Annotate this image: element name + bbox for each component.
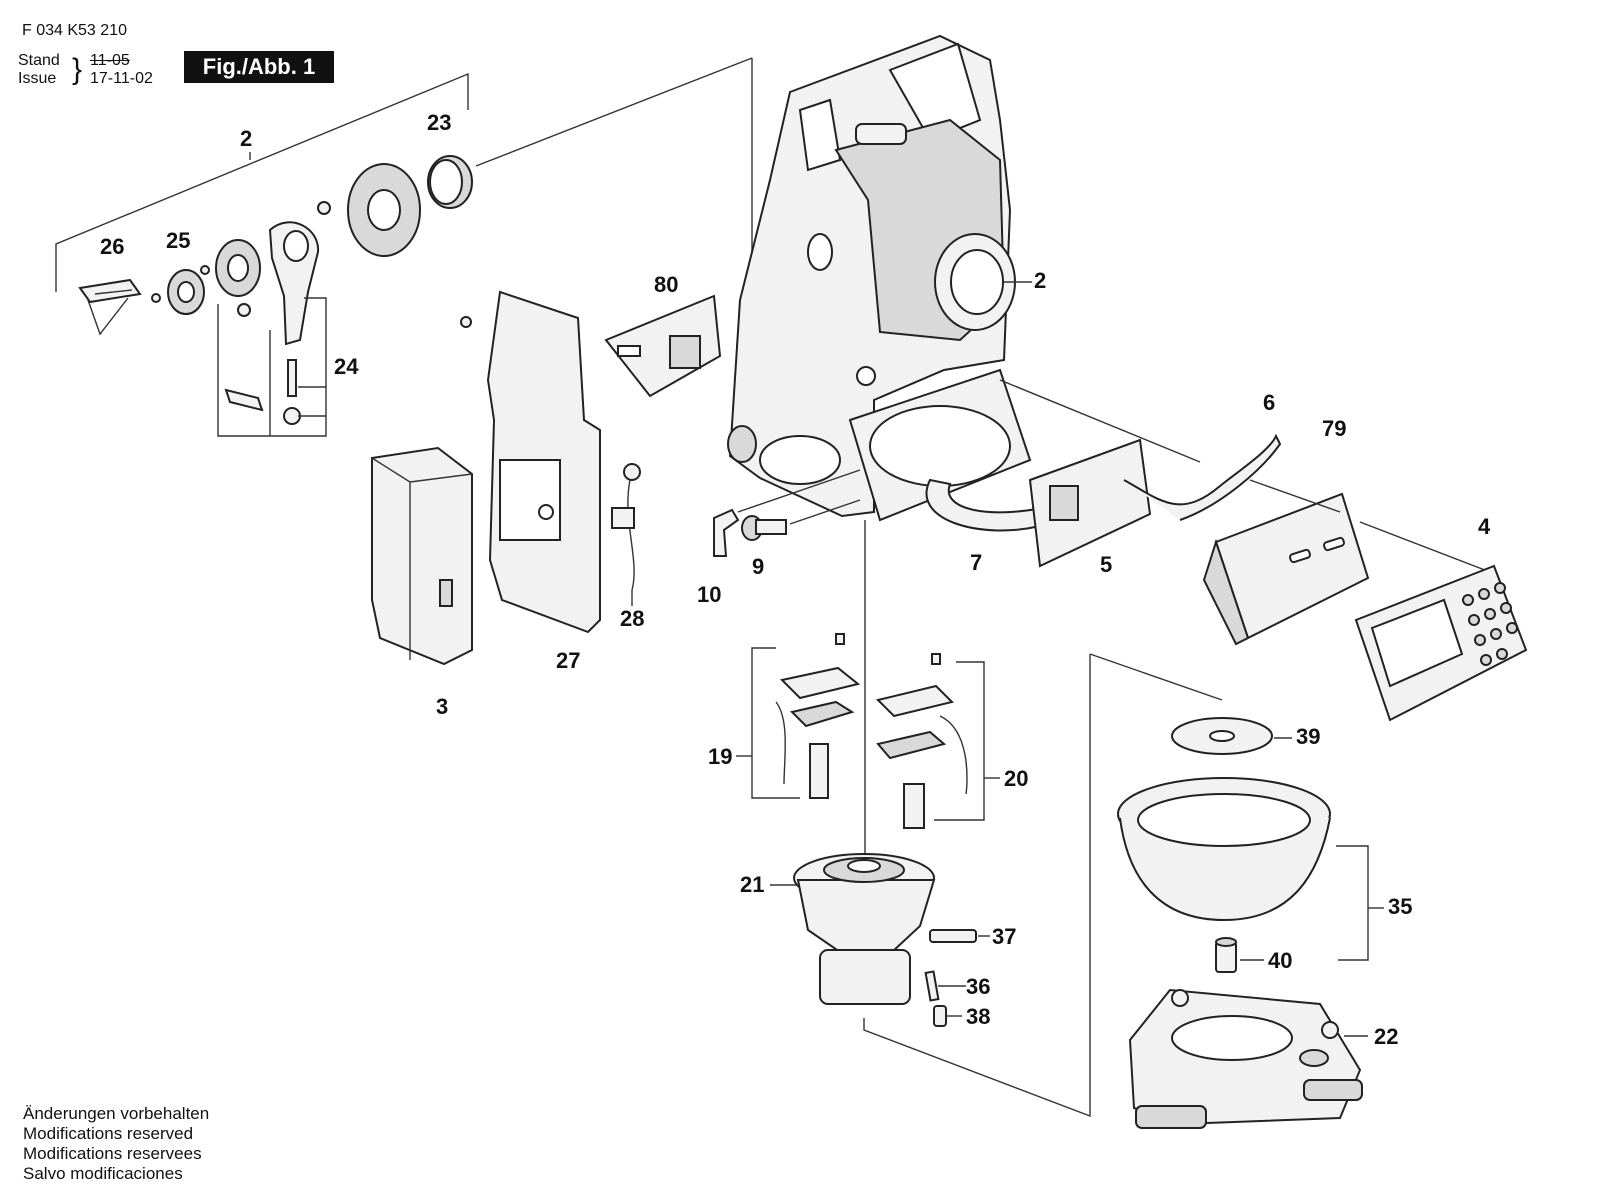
board-assembly-19 (736, 633, 861, 799)
label-part-2b: 2 (1034, 268, 1046, 293)
clip-part-26 (78, 278, 142, 336)
label-part-4: 4 (1478, 514, 1491, 539)
issue-value: 17-11-02 (90, 70, 153, 87)
label-part-37: 37 (992, 924, 1016, 949)
issue-label: Issue (18, 70, 57, 87)
label-part-6: 6 (1263, 390, 1275, 415)
battery-part-3 (371, 446, 473, 666)
gear-part-25 (151, 265, 210, 315)
part-labels: 2 23 26 25 24 80 2 6 79 4 7 5 9 10 28 27… (100, 110, 1491, 1049)
board-assembly-20 (876, 653, 1000, 829)
stand-label: Stand (18, 52, 60, 69)
tribrach-part-22 (1128, 988, 1368, 1129)
label-part-19: 19 (708, 744, 732, 769)
panel-part-79 (1202, 479, 1491, 646)
label-part-80: 80 (654, 272, 678, 297)
label-part-9: 9 (752, 554, 764, 579)
label-part-5: 5 (1100, 552, 1112, 577)
base-part-21 (770, 853, 936, 1005)
clamp-parts-9-10 (713, 469, 861, 557)
pins-parts-37-36-38 (863, 653, 1223, 1118)
label-part-2a: 2 (240, 126, 252, 151)
bowl-part-35 (1117, 777, 1384, 961)
label-part-28: 28 (620, 606, 644, 631)
circuit-board-part-80 (604, 294, 722, 398)
footer-line-fr: Modifications reservees (23, 1144, 202, 1163)
flex-cable-and-board-parts-7-5 (925, 379, 1282, 568)
label-part-36: 36 (966, 974, 990, 999)
label-part-21: 21 (740, 872, 764, 897)
instrument-body (727, 34, 1032, 522)
label-part-10: 10 (697, 582, 721, 607)
label-part-79: 79 (1322, 416, 1346, 441)
stand-value: 11-05 (90, 52, 130, 69)
label-part-26: 26 (100, 234, 124, 259)
keyboard-keys (1462, 582, 1518, 666)
label-part-3: 3 (436, 694, 448, 719)
keyboard-part-4 (1354, 564, 1528, 722)
label-part-25: 25 (166, 228, 190, 253)
footer-line-de: Änderungen vorbehalten (23, 1104, 210, 1123)
brace-glyph: } (72, 53, 83, 86)
document-number: F 034 K53 210 (22, 22, 127, 39)
label-part-27: 27 (556, 648, 580, 673)
footer-line-en: Modifications reserved (23, 1124, 194, 1143)
cable-part-28 (611, 463, 641, 606)
ring-part-23 (427, 155, 473, 209)
label-part-35: 35 (1388, 894, 1412, 919)
label-part-23: 23 (427, 110, 451, 135)
figure-label: Fig./Abb. 1 (184, 51, 334, 83)
label-part-40: 40 (1268, 948, 1292, 973)
adapter-part-40 (1215, 937, 1264, 973)
label-part-24: 24 (334, 354, 359, 379)
flange-disc (317, 163, 421, 257)
label-part-20: 20 (1004, 766, 1028, 791)
arm-part-24 (215, 221, 327, 437)
side-cover-part-27 (460, 290, 601, 634)
label-part-38: 38 (966, 1004, 990, 1029)
footer-line-es: Salvo modificaciones (23, 1164, 183, 1183)
footer-notes: Änderungen vorbehalten Modifications res… (23, 1104, 209, 1184)
label-part-7: 7 (970, 550, 982, 575)
washer-part-39 (1171, 717, 1292, 755)
assembly-2-bracket (55, 57, 775, 301)
label-part-22: 22 (1374, 1024, 1398, 1049)
label-part-39: 39 (1296, 724, 1320, 749)
